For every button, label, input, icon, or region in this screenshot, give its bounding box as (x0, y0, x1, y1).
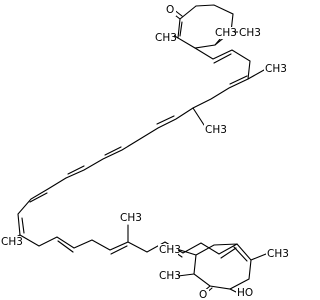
upper-chain-double-bonds (67, 53, 248, 175)
chemical-structure-diagram: O CH3 CH3 CH3 CH3 CH3 CH3 CH3 CH3 CH3 CH… (0, 3, 289, 300)
top-carbonyl-oxygen-label: O (166, 4, 174, 16)
bottom-gem-methyl-label-2: CH3 (159, 270, 181, 282)
chain-methyl-upper-label-2: CH3 (205, 124, 227, 136)
bottom-ring-double-bond (233, 246, 248, 262)
top-ring-double-bond (179, 21, 183, 37)
upper-chain-methyls (192, 69, 265, 126)
top-gem-methyl-label-1: CH3 (215, 27, 237, 39)
bottom-ring-methyl-label: CH3 (267, 248, 289, 260)
bottom-ring (193, 243, 252, 290)
lower-chain (17, 177, 238, 255)
hydroxyl-label: HO (237, 287, 253, 299)
chain-methyl-lower-label-1: CH3 (120, 212, 142, 224)
chain-methyl-lower-label-2: CH3 (1, 236, 23, 248)
bottom-carbonyl-oxygen-label: O (199, 289, 207, 300)
chain-methyl-upper-label-1: CH3 (265, 63, 287, 75)
bottom-methyl-bonds (177, 249, 267, 277)
bond-lines (8, 4, 267, 295)
upper-chain (65, 47, 251, 179)
lower-chain-double-bonds (21, 192, 237, 259)
top-gem-methyl-label-2: CH3 (239, 27, 261, 39)
top-ring-methyl-label: CH3 (155, 32, 177, 44)
bottom-gem-methyl-label-1: CH3 (159, 244, 181, 256)
atom-labels: O CH3 CH3 CH3 CH3 CH3 CH3 CH3 CH3 CH3 CH… (0, 3, 289, 300)
